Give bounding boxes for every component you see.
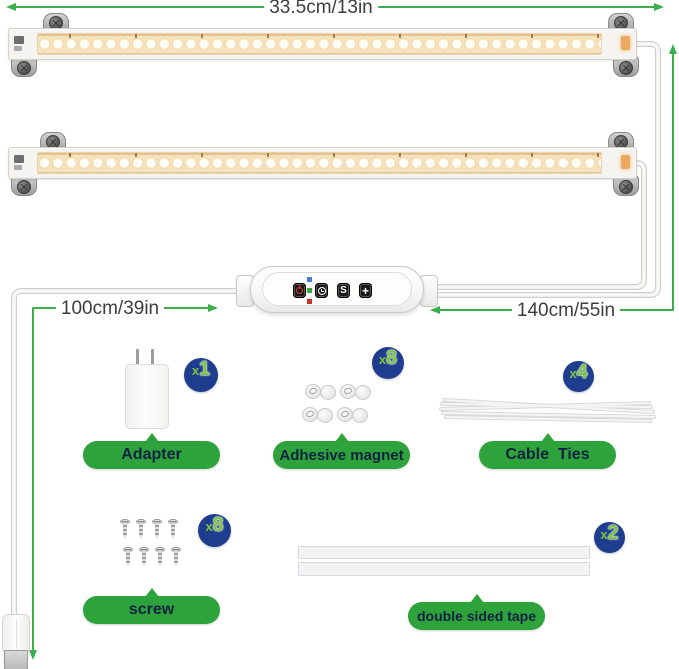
usb-cable-length-label: 100cm/39in: [55, 298, 165, 320]
qty-prefix: x: [569, 366, 577, 381]
bar-connector-detail: [14, 155, 24, 163]
magnet-image: [302, 407, 318, 422]
bracket-screw-icon: [17, 61, 31, 75]
mode-button: S: [337, 283, 350, 298]
cable-ties-image: [439, 398, 656, 423]
screw-image: [152, 519, 162, 543]
dimension-arrowheads: [6, 3, 677, 660]
magnet-image: [355, 385, 371, 400]
bar-connector-detail: [14, 36, 24, 44]
usb-plug-metal: [4, 650, 28, 669]
screw-image: [168, 519, 178, 543]
brightness-button: +: [359, 283, 372, 298]
magnet-image: [340, 384, 356, 399]
screw-image: [139, 547, 149, 571]
usb-plug-seam: [16, 619, 17, 649]
indicator-red: [307, 299, 312, 304]
bar-end-connector: [621, 155, 630, 169]
qty-value: 8: [212, 514, 224, 536]
clock-icon: [317, 286, 326, 295]
power-button: [293, 283, 306, 298]
screw-image: [171, 547, 181, 571]
adhesive-magnet-label: Adhesive magnet: [273, 441, 410, 469]
adapter-label: Adapter: [83, 441, 220, 469]
inline-controller: S +: [250, 266, 424, 313]
bracket-screw-icon: [619, 61, 633, 75]
qty-value: 4: [576, 361, 588, 383]
magnet-image: [305, 384, 321, 399]
qty-value: 2: [607, 522, 619, 544]
qty-prefix: x: [205, 519, 213, 534]
screw-image: [123, 547, 133, 571]
usb-plug-body: [2, 614, 30, 654]
led-light-bar-1: [8, 28, 637, 60]
tape-strip-image: [298, 562, 590, 576]
bracket-screw-icon: [619, 180, 633, 194]
magnet-image: [320, 385, 336, 400]
link-cable-length-label: 140cm/55in: [511, 300, 621, 322]
screw-image: [136, 519, 146, 543]
qty-prefix: x: [191, 363, 200, 378]
magnet-image: [352, 408, 368, 423]
qty-prefix: x: [378, 352, 387, 367]
bracket-screw-icon: [17, 180, 31, 194]
qty-prefix: x: [600, 527, 608, 542]
bar-connector-detail: [14, 46, 22, 51]
bar-end-connector: [621, 36, 630, 50]
power-icon: [296, 287, 303, 294]
magnet-image: [317, 408, 333, 423]
adapter-image: [125, 364, 169, 429]
bar-length-label: 33.5cm/13in: [264, 0, 378, 19]
cable-ties-label: Cable Ties: [479, 441, 616, 469]
mounting-bracket: [11, 175, 37, 196]
led-strip: [37, 33, 602, 55]
magnet-image: [337, 407, 353, 422]
qty-value: 8: [386, 347, 398, 369]
double-sided-tape-label: double sided tape: [408, 602, 545, 630]
screw-label: screw: [83, 596, 220, 624]
screw-image: [120, 519, 130, 543]
wire-paths: [11, 41, 661, 619]
indicator-blue: [307, 277, 312, 282]
qty-value: 1: [199, 358, 211, 380]
tape-strip-image: [298, 546, 590, 559]
led-light-bar-2: [8, 147, 637, 179]
screw-image: [155, 547, 165, 571]
adapter-prong: [151, 349, 154, 366]
bar-connector-detail: [14, 165, 22, 170]
led-strip: [37, 152, 602, 174]
timer-button: [315, 283, 328, 298]
indicator-green: [307, 288, 312, 293]
adapter-prong: [136, 349, 139, 366]
